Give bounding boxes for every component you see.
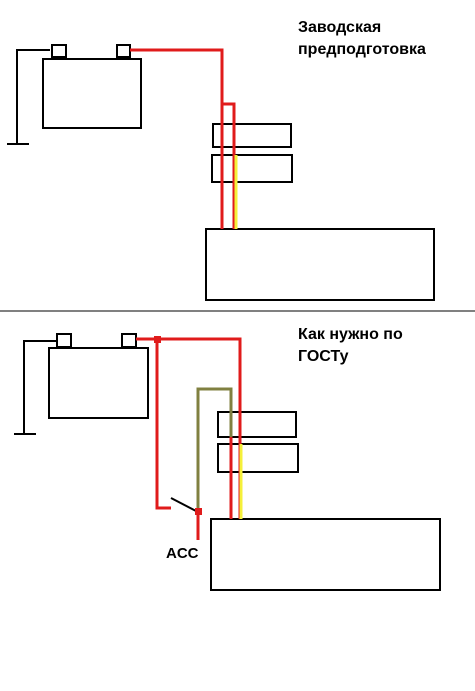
bottom-ground-wire <box>23 340 57 434</box>
acc-label: ACC <box>166 545 199 562</box>
bottom-section <box>14 333 441 591</box>
bottom-title-line1: Как нужно по <box>298 326 403 343</box>
bottom-battery <box>48 347 149 419</box>
top-battery <box>42 58 142 129</box>
bottom-acc-control-wire <box>196 387 233 511</box>
top-battery-negative-terminal <box>51 44 67 58</box>
top-title-line1: Заводская <box>298 19 382 36</box>
top-section <box>7 44 435 301</box>
top-connector-2 <box>211 154 293 183</box>
power-junction-dot <box>154 336 161 343</box>
bottom-battery-positive-terminal <box>121 333 137 348</box>
acc-switch-lever <box>170 497 197 512</box>
top-power-wire-loop <box>222 102 236 229</box>
acc-junction-dot <box>195 508 202 515</box>
bottom-title-line2: ГОСТу <box>298 348 349 365</box>
bottom-head-unit <box>210 518 441 591</box>
bottom-acc-feed-wire <box>155 339 171 510</box>
top-connector-1 <box>212 123 292 148</box>
top-title-line2: предподготовка <box>298 41 426 58</box>
top-power-wire <box>130 48 224 229</box>
top-battery-positive-terminal <box>116 44 131 58</box>
bottom-battery-negative-terminal <box>56 333 72 348</box>
top-head-unit <box>205 228 435 301</box>
top-ground-wire <box>16 49 50 144</box>
